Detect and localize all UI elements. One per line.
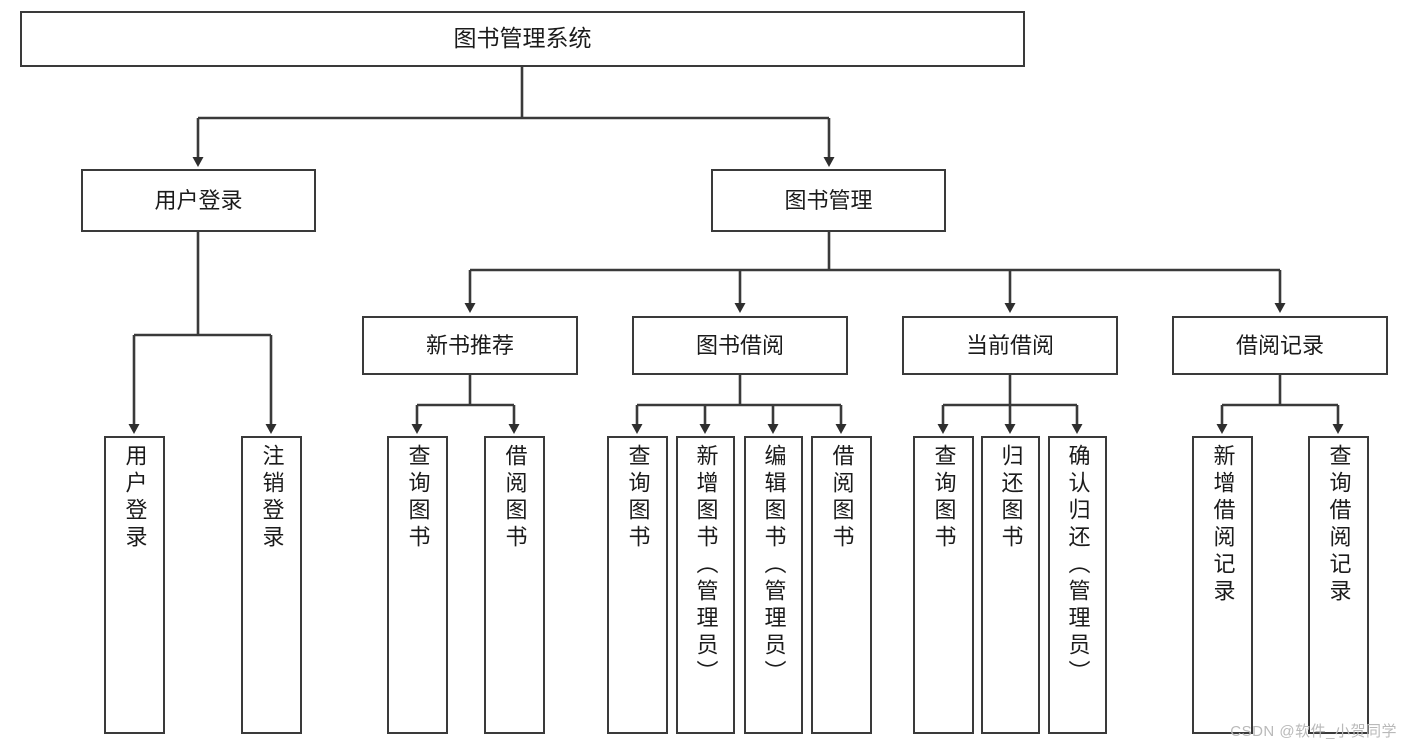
node-new-book-rec[interactable]: 新书推荐 (362, 316, 578, 375)
node-label: 注销登录 (259, 444, 285, 552)
node-label: 查询图书 (931, 444, 957, 552)
node-label: 借阅记录 (1235, 332, 1324, 358)
node-label: 编辑图书（管理员） (761, 444, 787, 687)
node-leaf-confirm-return[interactable]: 确认归还（管理员） (1048, 436, 1107, 734)
node-label: 归还图书 (998, 444, 1024, 552)
node-label: 用户登录 (122, 444, 148, 552)
node-leaf-edit-book[interactable]: 编辑图书（管理员） (744, 436, 803, 734)
node-label: 查询图书 (625, 444, 651, 552)
node-leaf-query-book-3[interactable]: 查询图书 (913, 436, 974, 734)
node-leaf-add-record[interactable]: 新增借阅记录 (1192, 436, 1253, 734)
node-label: 新增借阅记录 (1210, 444, 1236, 606)
node-label: 当前借阅 (965, 332, 1054, 358)
node-leaf-return-book[interactable]: 归还图书 (981, 436, 1040, 734)
node-current-borrow[interactable]: 当前借阅 (902, 316, 1118, 375)
node-user-login[interactable]: 用户登录 (81, 169, 316, 232)
node-label: 查询图书 (405, 444, 431, 552)
node-label: 用户登录 (154, 187, 243, 213)
node-leaf-user-login[interactable]: 用户登录 (104, 436, 165, 734)
node-label: 查询借阅记录 (1326, 444, 1352, 606)
node-label: 新增图书（管理员） (693, 444, 719, 687)
node-leaf-borrow-book-1[interactable]: 借阅图书 (484, 436, 545, 734)
node-leaf-query-book-2[interactable]: 查询图书 (607, 436, 668, 734)
csdn-watermark: CSDN @软件_小贺同学 (1230, 723, 1397, 740)
node-leaf-borrow-book-2[interactable]: 借阅图书 (811, 436, 872, 734)
node-book-borrow[interactable]: 图书借阅 (632, 316, 848, 375)
node-borrow-record[interactable]: 借阅记录 (1172, 316, 1388, 375)
node-leaf-add-book[interactable]: 新增图书（管理员） (676, 436, 735, 734)
node-label: 借阅图书 (502, 444, 528, 552)
node-leaf-logout[interactable]: 注销登录 (241, 436, 302, 734)
node-root-system[interactable]: 图书管理系统 (20, 11, 1025, 67)
node-leaf-query-book-1[interactable]: 查询图书 (387, 436, 448, 734)
node-label: 借阅图书 (829, 444, 855, 552)
node-label: 新书推荐 (425, 332, 514, 358)
node-label: 图书管理 (784, 187, 873, 213)
node-book-manage[interactable]: 图书管理 (711, 169, 946, 232)
node-label: 图书管理系统 (453, 25, 592, 52)
node-label: 确认归还（管理员） (1065, 444, 1091, 687)
node-label: 图书借阅 (695, 332, 784, 358)
node-leaf-query-record[interactable]: 查询借阅记录 (1308, 436, 1369, 734)
